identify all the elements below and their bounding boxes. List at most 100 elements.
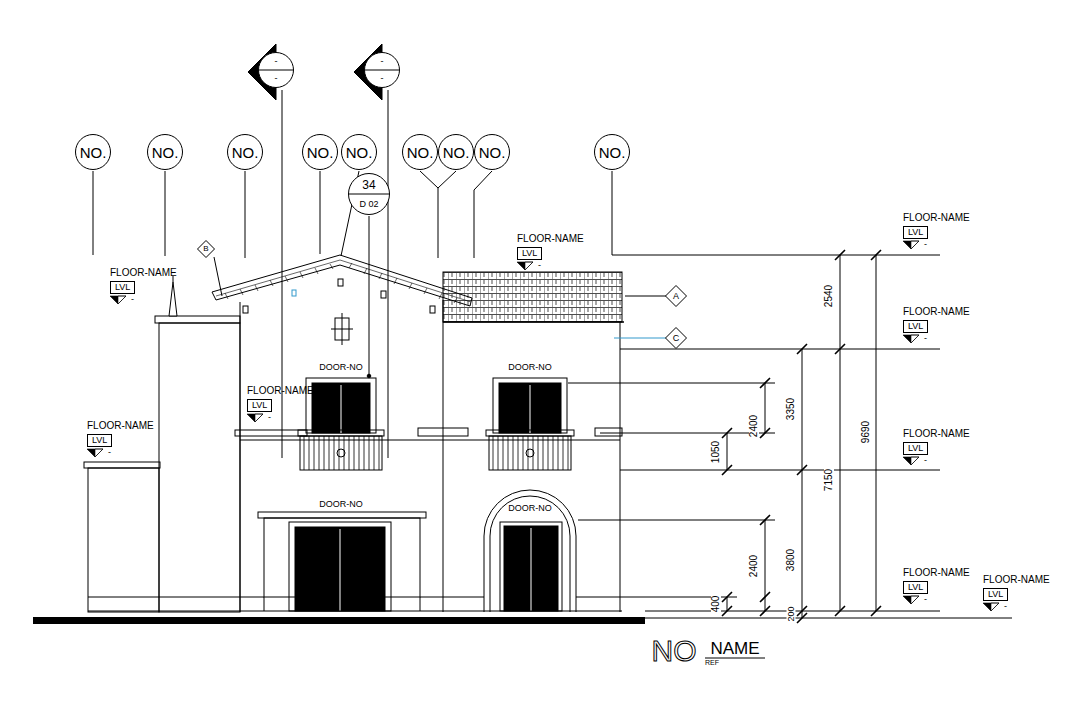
floor-name: FLOOR-NAME xyxy=(517,234,584,244)
callout-circle: NO. xyxy=(75,134,111,170)
grid-diamond: B xyxy=(197,240,215,258)
level-value: LVL xyxy=(908,583,923,592)
floor-name: FLOOR-NAME xyxy=(903,429,970,439)
callout-number: NO. xyxy=(307,145,334,160)
dimension-text: 7150 xyxy=(824,468,834,492)
callout-circle: NO. xyxy=(341,134,377,170)
level-box: LVL xyxy=(903,226,928,239)
level-value: LVL xyxy=(908,228,923,237)
level-triangle xyxy=(983,602,1001,612)
tag-text: DOOR-NO xyxy=(508,504,552,513)
marker-text: - xyxy=(381,57,384,66)
dimension-text: 3350 xyxy=(786,397,796,421)
callout-circle: NO. xyxy=(147,134,183,170)
level-tag: FLOOR-NAME LVL- xyxy=(110,268,177,306)
callout-number: NO. xyxy=(80,145,107,160)
grid-diamond: A xyxy=(665,285,687,307)
tag-text: NAME xyxy=(710,640,759,657)
marker-text: - xyxy=(275,74,278,83)
level-tag: FLOOR-NAME LVL- xyxy=(247,386,314,424)
tag-text: DOOR-NO xyxy=(508,363,552,372)
floor-name: FLOOR-NAME xyxy=(110,268,177,278)
level-tag: FLOOR-NAME LVL- xyxy=(517,234,584,272)
marker-text: - xyxy=(275,57,278,66)
dimension-text: 9690 xyxy=(861,420,871,444)
level-box: LVL xyxy=(983,588,1008,601)
level-tag: FLOOR-NAME LVL- xyxy=(983,575,1050,613)
callout-circle: NO. xyxy=(594,134,630,170)
callout-circle: NO. xyxy=(402,134,438,170)
level-triangle xyxy=(247,413,265,423)
dimension-text: 200 xyxy=(787,605,796,622)
level-box: LVL xyxy=(110,281,135,294)
level-value: LVL xyxy=(908,444,923,453)
level-triangle xyxy=(903,240,921,250)
tag-text: DOOR-NO xyxy=(319,363,363,372)
callout-number: NO. xyxy=(346,145,373,160)
callout-number: NO. xyxy=(407,145,434,160)
level-mark: - xyxy=(268,413,271,422)
dimension-text: 2400 xyxy=(749,414,759,438)
section-marker: -- xyxy=(364,52,400,88)
grid-letter: C xyxy=(673,334,680,343)
dimension-text: 2540 xyxy=(824,284,834,308)
level-box: LVL xyxy=(903,320,928,333)
level-mark: - xyxy=(924,334,927,343)
level-value: LVL xyxy=(908,322,923,331)
tag-text: REF xyxy=(705,659,719,666)
floor-name: FLOOR-NAME xyxy=(903,307,970,317)
grid-letter: B xyxy=(203,245,208,253)
callout-number: NO. xyxy=(599,145,626,160)
level-value: LVL xyxy=(988,590,1003,599)
dimension-text: 1050 xyxy=(711,440,721,464)
callout-circle: NO. xyxy=(302,134,338,170)
dimension-text: 400 xyxy=(711,595,721,614)
floor-name: FLOOR-NAME xyxy=(87,421,154,431)
level-box: LVL xyxy=(903,581,928,594)
level-box: LVL xyxy=(87,434,112,447)
level-tag: FLOOR-NAME LVL- xyxy=(903,429,970,467)
floor-name: FLOOR-NAME xyxy=(903,568,970,578)
level-triangle xyxy=(903,595,921,605)
level-tag: FLOOR-NAMELVL- xyxy=(87,421,154,459)
level-value: LVL xyxy=(92,436,107,445)
callout-number: NO. xyxy=(232,145,259,160)
grid-letter: A xyxy=(673,292,679,301)
level-mark: - xyxy=(1004,602,1007,611)
level-mark: - xyxy=(131,295,134,304)
section-marker: -- xyxy=(258,52,294,88)
level-mark: - xyxy=(538,261,541,270)
floor-name: FLOOR-NAME xyxy=(983,575,1050,585)
marker-text: D 02 xyxy=(359,200,378,209)
callout-circle: NO. xyxy=(227,134,263,170)
level-mark: - xyxy=(924,595,927,604)
dimension-text: 3800 xyxy=(786,548,796,572)
title-mark: NO xyxy=(652,636,697,666)
grid-diamond: C xyxy=(665,327,687,349)
level-mark: - xyxy=(924,240,927,249)
level-value: LVL xyxy=(115,283,130,292)
level-triangle xyxy=(87,448,105,458)
detail-callout: 34D 02 xyxy=(348,173,390,215)
callout-number: NO. xyxy=(479,145,506,160)
callout-number: NO. xyxy=(152,145,179,160)
dimension-text: 2400 xyxy=(749,554,759,578)
level-triangle xyxy=(110,295,128,305)
floor-name: FLOOR-NAME xyxy=(903,213,970,223)
level-triangle xyxy=(903,456,921,466)
marker-text: - xyxy=(381,74,384,83)
level-tag: FLOOR-NAME LVL- xyxy=(903,213,970,251)
level-mark: - xyxy=(924,456,927,465)
floor-name: FLOOR-NAME xyxy=(247,386,314,396)
level-value: LVL xyxy=(252,401,267,410)
level-triangle xyxy=(903,334,921,344)
level-tag: FLOOR-NAME LVL- xyxy=(903,568,970,606)
level-box: LVL xyxy=(517,247,542,260)
level-box: LVL xyxy=(247,399,272,412)
callout-circle: NO. xyxy=(474,134,510,170)
level-tag: FLOOR-NAME LVL- xyxy=(903,307,970,345)
level-box: LVL xyxy=(903,442,928,455)
level-triangle xyxy=(517,261,535,271)
